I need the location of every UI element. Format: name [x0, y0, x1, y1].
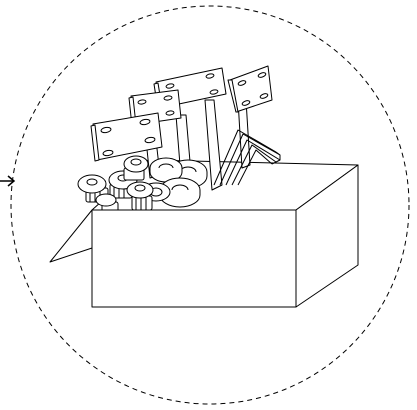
mounting-plate: [90, 112, 163, 162]
mounting-plate: [227, 65, 273, 113]
washer: [159, 177, 201, 208]
hex-key: [213, 129, 281, 186]
leader-pointer: [0, 175, 16, 187]
cardboard-box: [49, 164, 359, 308]
screw: [126, 181, 154, 211]
box-flap: [49, 209, 93, 263]
screw: [123, 155, 149, 181]
bracket-post: [204, 99, 223, 191]
hardware-contents: [77, 65, 281, 213]
dashed-circle-frame: [10, 5, 410, 405]
box-front: [91, 209, 297, 308]
